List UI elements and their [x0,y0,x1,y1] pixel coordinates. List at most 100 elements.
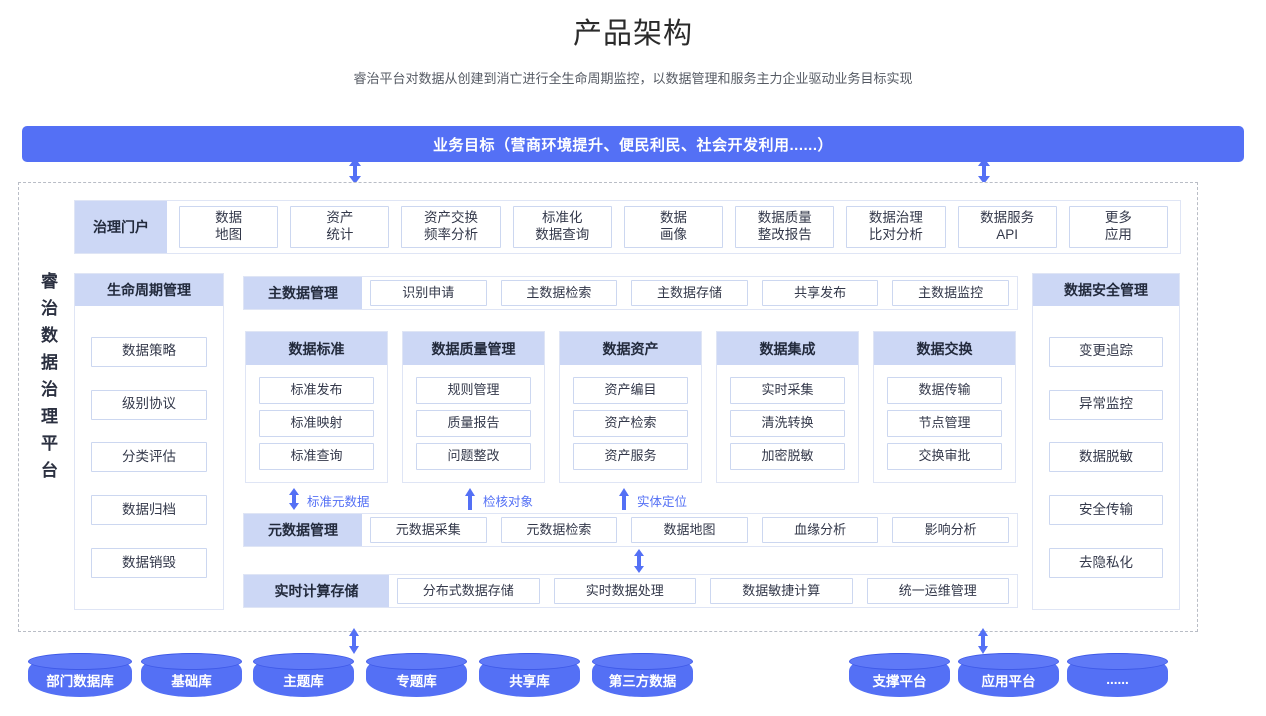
lifecycle-item[interactable]: 数据归档 [91,495,207,526]
capability-group-data-exchange: 数据交换 数据传输 节点管理 交换审批 [873,331,1016,483]
portal-item[interactable]: 标准化数据查询 [512,206,612,248]
portal-item[interactable]: 数据地图 [179,206,279,248]
lifecycle-item[interactable]: 级别协议 [91,389,207,420]
arrow-label-check-object: 检核对象 [483,495,534,509]
database-cylinder[interactable]: 专题库 [366,653,467,697]
portal-item[interactable]: 资产交换频率分析 [401,206,501,248]
security-head-label: 数据安全管理 [1033,274,1179,306]
portal-item[interactable]: 数据画像 [623,206,724,248]
lifecycle-head-label: 生命周期管理 [75,274,223,306]
metadata-item[interactable]: 元数据采集 [370,517,487,543]
business-goal-banner: 业务目标（营商环境提升、便民利民、社会开发利用......） [22,126,1244,162]
group-head-label: 数据标准 [246,332,387,365]
realtime-item[interactable]: 实时数据处理 [553,578,696,604]
lifecycle-items: 数据策略 级别协议 分类评估 数据归档 数据销毁 [75,306,223,609]
metadata-items: 元数据采集 元数据检索 数据地图 血缘分析 影响分析 [362,514,1017,546]
group-item[interactable]: 清洗转换 [730,410,845,437]
group-item[interactable]: 标准查询 [259,443,374,470]
security-item[interactable]: 变更追踪 [1049,336,1163,367]
group-items: 实时采集 清洗转换 加密脱敏 [717,365,858,482]
page-subtitle: 睿治平台对数据从创建到消亡进行全生命周期监控，以数据管理和服务主力企业驱动业务目… [353,71,913,86]
double-arrow-icon-store-left [346,628,362,654]
master-data-row: 主数据管理 识别申请 主数据检索 主数据存储 共享发布 主数据监控 [243,276,1018,310]
capability-group-data-quality: 数据质量管理 规则管理 质量报告 问题整改 [402,331,545,483]
security-item[interactable]: 去隐私化 [1049,548,1163,579]
security-item[interactable]: 数据脱敏 [1049,442,1163,473]
master-data-item[interactable]: 主数据存储 [631,280,748,306]
security-item[interactable]: 安全传输 [1049,495,1163,526]
database-cylinder[interactable]: 主题库 [253,653,354,697]
portal-item[interactable]: 数据质量整改报告 [735,206,835,248]
group-items: 标准发布 标准映射 标准查询 [246,365,387,482]
double-arrow-icon-goal-left [346,158,364,184]
group-item[interactable]: 资产编目 [573,377,688,404]
database-cylinder[interactable]: 第三方数据 [592,653,693,697]
platform-cylinder[interactable]: ...... [1067,653,1168,697]
portal-item[interactable]: 资产统计 [290,206,390,248]
group-item[interactable]: 资产检索 [573,410,688,437]
realtime-item[interactable]: 统一运维管理 [866,578,1009,604]
database-cylinder[interactable]: 基础库 [141,653,242,697]
group-head-label: 数据集成 [717,332,858,365]
metadata-head-label: 元数据管理 [244,514,362,546]
platform-vertical-label: 睿治数据治理平台 [38,272,57,488]
group-item[interactable]: 规则管理 [416,377,531,404]
platform-cylinder[interactable]: 支撑平台 [849,653,950,697]
portal-items: 数据地图 资产统计 资产交换频率分析 标准化数据查询 数据画像 数据质量整改报告… [167,201,1180,253]
group-item[interactable]: 质量报告 [416,410,531,437]
group-item[interactable]: 加密脱敏 [730,443,845,470]
arrow-label-entity-locate: 实体定位 [637,495,688,509]
master-data-item[interactable]: 主数据检索 [500,280,618,306]
database-label: 主题库 [283,673,324,689]
metadata-item[interactable]: 元数据检索 [500,517,618,543]
database-label: 共享库 [509,673,550,689]
group-item[interactable]: 数据传输 [887,377,1002,404]
realtime-item[interactable]: 数据敏捷计算 [710,578,853,604]
group-item[interactable]: 交换审批 [887,443,1002,470]
group-item[interactable]: 节点管理 [887,410,1002,437]
database-label: 第三方数据 [608,673,677,689]
group-item[interactable]: 实时采集 [730,377,845,404]
metadata-item[interactable]: 数据地图 [631,517,748,543]
metadata-item[interactable]: 血缘分析 [761,517,879,543]
page-title: 产品架构 [572,18,693,50]
database-cylinder[interactable]: 共享库 [479,653,580,697]
master-data-item[interactable]: 识别申请 [370,280,487,306]
portal-item[interactable]: 数据治理比对分析 [846,206,946,248]
group-head-label: 数据交换 [874,332,1015,365]
double-arrow-icon-goal-right [975,158,993,184]
master-data-items: 识别申请 主数据检索 主数据存储 共享发布 主数据监控 [362,277,1017,309]
capability-group-data-integration: 数据集成 实时采集 清洗转换 加密脱敏 [716,331,859,483]
group-items: 数据传输 节点管理 交换审批 [874,365,1015,482]
group-item[interactable]: 问题整改 [416,443,531,470]
security-item[interactable]: 异常监控 [1049,389,1163,420]
realtime-items: 分布式数据存储 实时数据处理 数据敏捷计算 统一运维管理 [389,575,1017,607]
platform-cylinder[interactable]: 应用平台 [958,653,1059,697]
lifecycle-item[interactable]: 数据销毁 [91,548,207,579]
lifecycle-item[interactable]: 分类评估 [91,442,207,473]
group-items: 资产编目 资产检索 资产服务 [560,365,701,482]
realtime-item[interactable]: 分布式数据存储 [397,578,540,604]
group-item[interactable]: 标准发布 [259,377,374,404]
metadata-item[interactable]: 影响分析 [892,517,1009,543]
master-data-item[interactable]: 共享发布 [761,280,879,306]
master-data-item[interactable]: 主数据监控 [892,280,1009,306]
lifecycle-management-panel: 生命周期管理 数据策略 级别协议 分类评估 数据归档 数据销毁 [74,273,224,610]
lifecycle-item[interactable]: 数据策略 [91,336,207,367]
database-label: 专题库 [396,673,437,689]
platform-label: ...... [1106,672,1129,687]
group-item[interactable]: 标准映射 [259,410,374,437]
up-arrow-icon-check-object [463,488,477,510]
portal-item[interactable]: 更多应用 [1068,206,1168,248]
double-arrow-icon-standard-metadata [287,488,301,510]
data-security-panel: 数据安全管理 变更追踪 异常监控 数据脱敏 安全传输 去隐私化 [1032,273,1180,610]
platform-label: 应用平台 [981,673,1036,689]
governance-portal-row: 治理门户 数据地图 资产统计 资产交换频率分析 标准化数据查询 数据画像 数据质… [74,200,1181,254]
platform-label: 支撑平台 [872,673,927,689]
group-item[interactable]: 资产服务 [573,443,688,470]
database-label: 部门数据库 [46,673,114,689]
database-cylinder[interactable]: 部门数据库 [28,653,132,697]
metadata-management-row: 元数据管理 元数据采集 元数据检索 数据地图 血缘分析 影响分析 [243,513,1018,547]
